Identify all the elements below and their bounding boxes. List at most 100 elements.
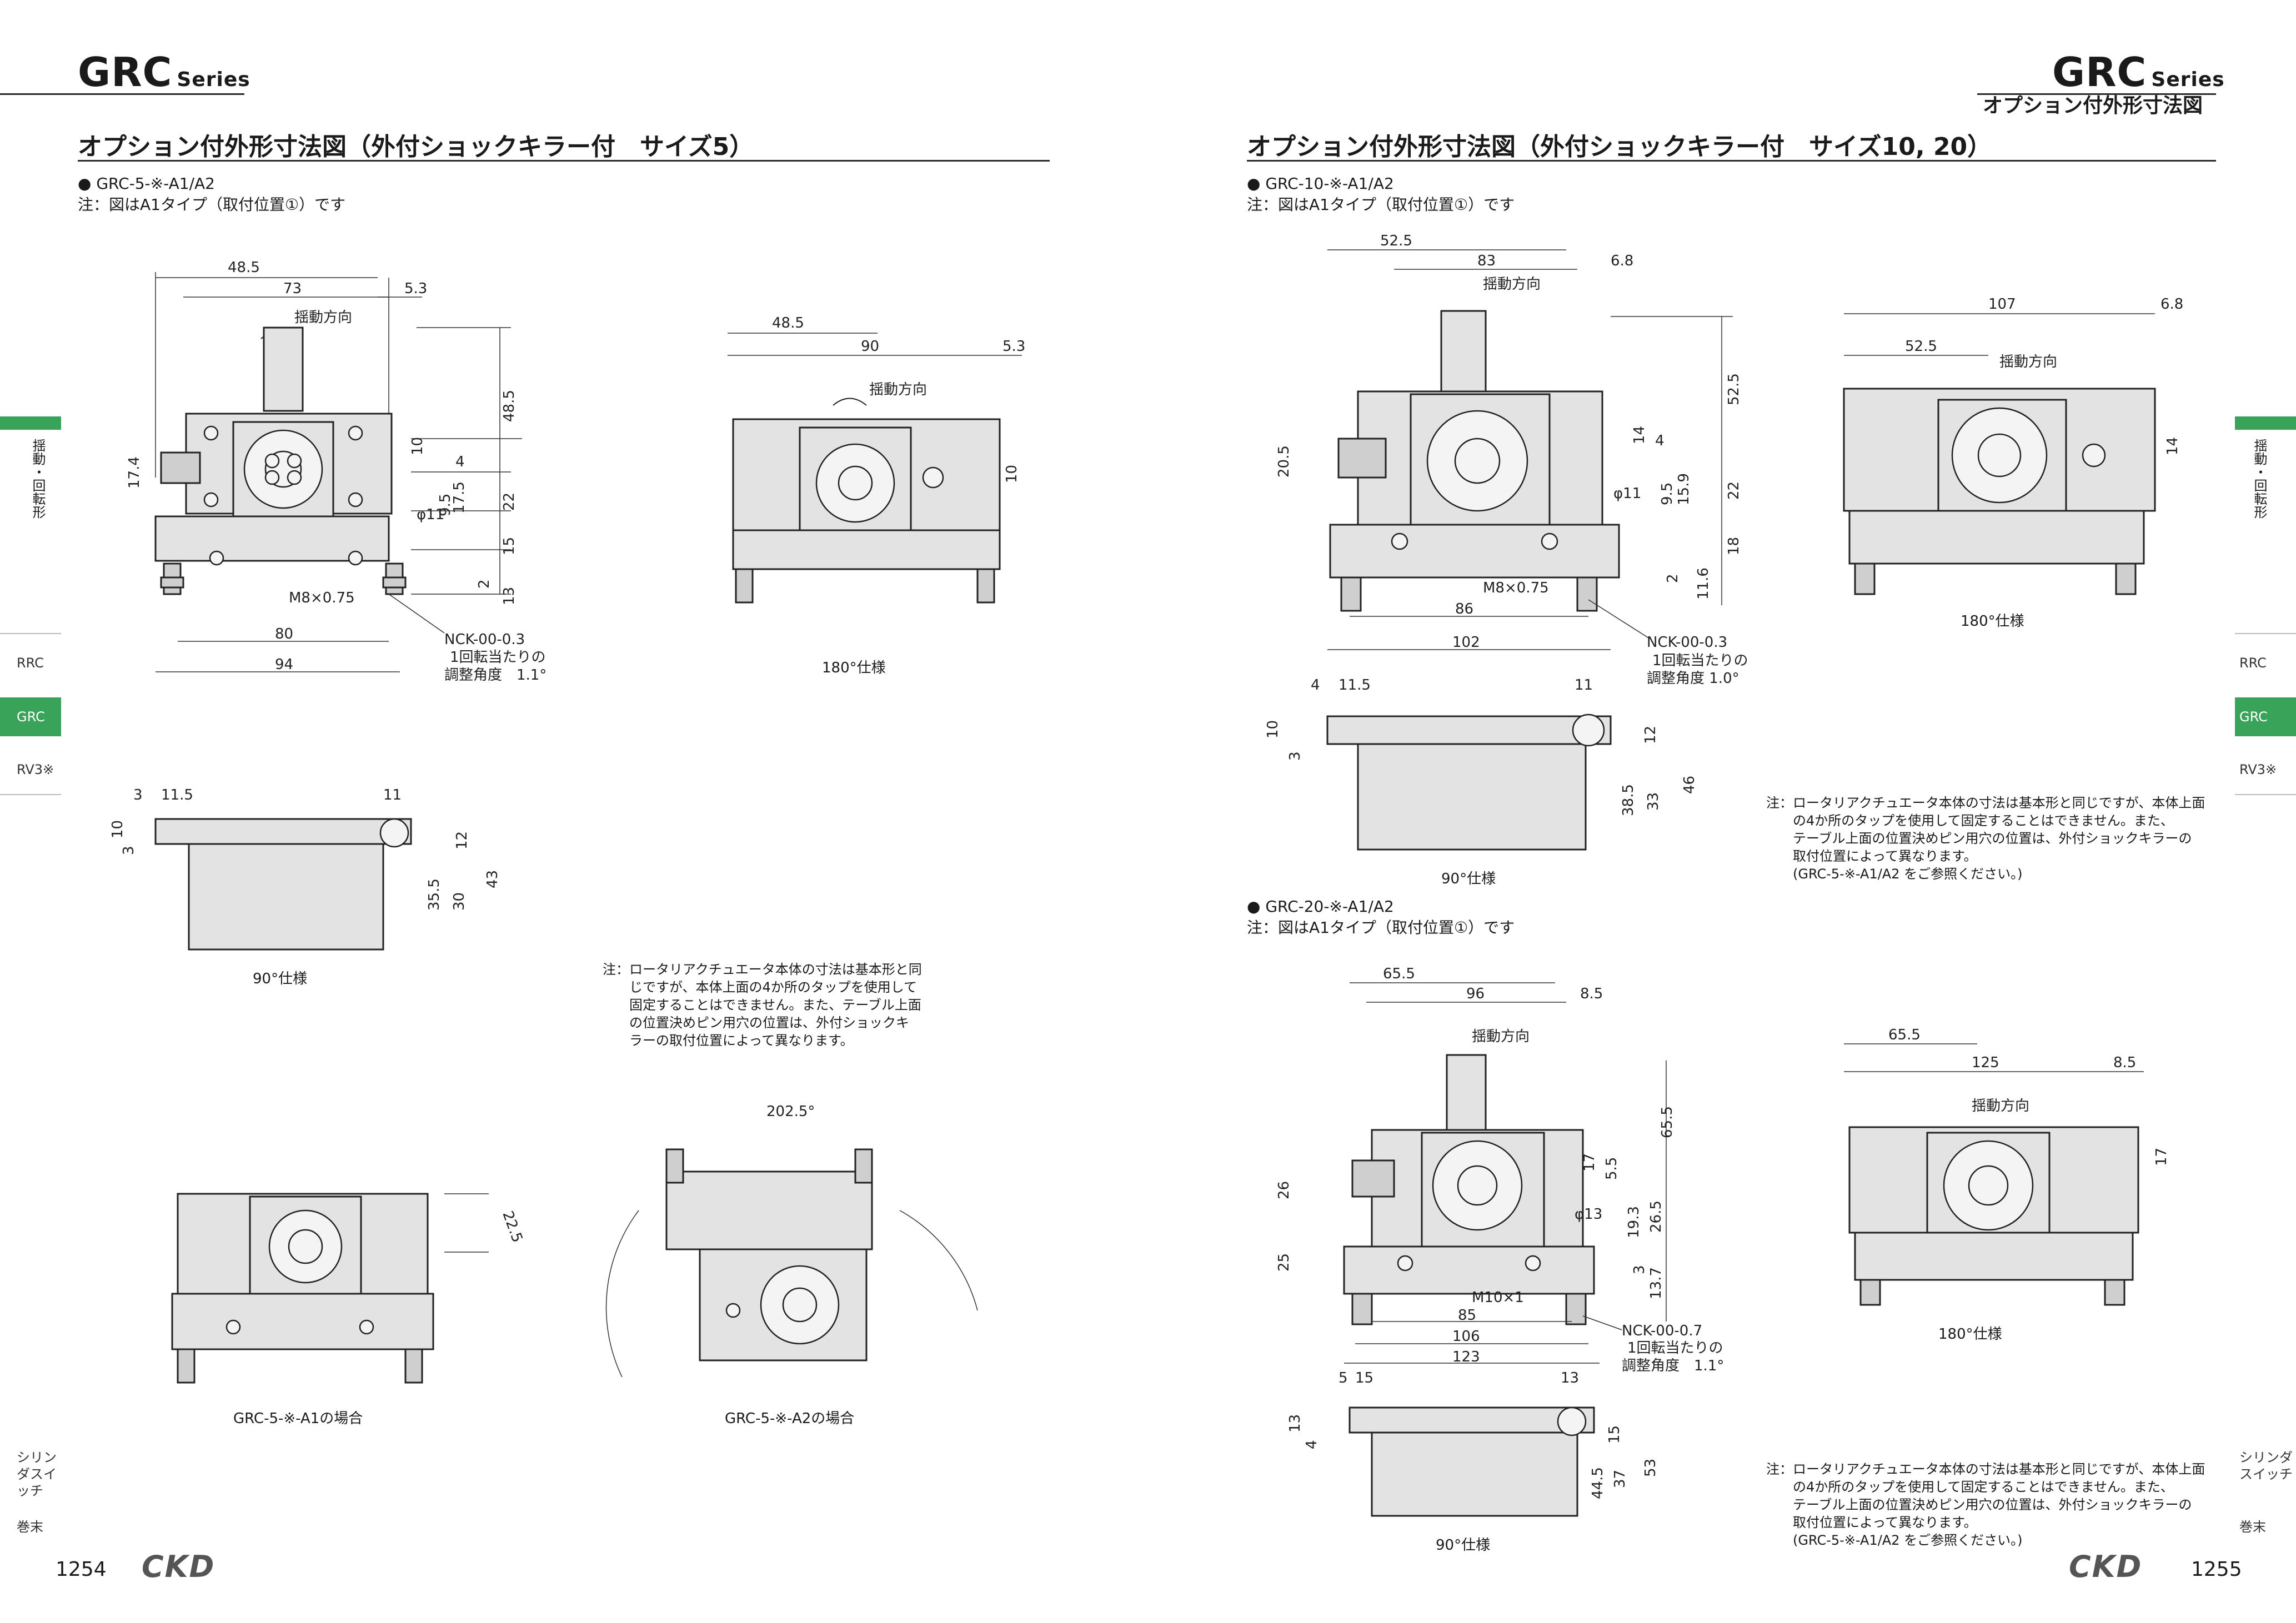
right-tab-rrc[interactable]: RRC (2239, 655, 2267, 671)
nck-label: NCK-00-0.3 (1647, 634, 1727, 651)
left-tab-end[interactable]: 巻末 (17, 1519, 43, 1535)
dim-52-5-v: 52.5 (1726, 373, 1742, 405)
dim-phi11: φ11 (1613, 485, 1641, 502)
left-tab-grc[interactable]: GRC (0, 697, 61, 736)
dim-5-5: 5.5 (1603, 1157, 1620, 1180)
dim-m8: M8×0.75 (289, 590, 355, 606)
dim-8-5: 8.5 (2113, 1054, 2136, 1071)
left-tab-switch[interactable]: シリンダスイッチ (17, 1450, 57, 1499)
dim-13-7: 13.7 (1648, 1267, 1665, 1299)
dim-5: 5 (1339, 1370, 1348, 1386)
swing-direction-label: 揺動方向 (1972, 1098, 2029, 1114)
dim-5-3: 5.3 (404, 280, 427, 297)
left-tab-active-bar (0, 416, 61, 430)
dim-125: 125 (1972, 1054, 1999, 1071)
dim-3: 3 (1631, 1265, 1648, 1274)
dim-9-5: 9.5 (437, 494, 454, 516)
nck-note-2: 調整角度 1.1° (1622, 1358, 1724, 1374)
nck-note-2: 調整角度 1.1° (444, 667, 547, 684)
size10-90-drawing: 4 11.5 11 10 3 12 38.5 33 46 (1265, 677, 1698, 851)
left-note-a1: 注：図はA1タイプ（取付位置①）です (78, 195, 346, 214)
right-ckd-logo: CKD (2069, 1549, 2143, 1584)
left-section-title: オプション付外形寸法図（外付ショックキラー付 サイズ5） (78, 133, 754, 161)
dim-85: 85 (1458, 1307, 1476, 1324)
left-note: 注：ロータリアクチュエータ本体の寸法は基本形と同 じですが、本体上面の4か所のタ… (603, 962, 922, 1048)
dim-48-5: 48.5 (228, 259, 260, 276)
right-tab-end[interactable]: 巻末 (2239, 1519, 2266, 1535)
dim-30: 30 (451, 892, 468, 911)
left-a2-drawing: 202.5° (605, 1103, 978, 1378)
dim-10: 10 (1004, 465, 1020, 483)
right-tab-active-bar (2235, 416, 2296, 430)
left-tab-rv3[interactable]: RV3※ (17, 762, 54, 777)
right-tab-divider (2235, 633, 2296, 634)
size20-180-caption: 180°仕様 (1938, 1326, 2002, 1343)
dim-19-3: 19.3 (1626, 1206, 1642, 1238)
dim-4: 4 (1655, 433, 1665, 449)
swing-direction-label: 揺動方向 (1999, 354, 2057, 370)
size20-note: 注：ロータリアクチュエータ本体の寸法は基本形と同じですが、本体上面 の4か所のタ… (1766, 1461, 2205, 1548)
dim-2: 2 (476, 579, 493, 589)
size20-180-drawing: 65.5 125 8.5 揺動方向 17 (1844, 1027, 2170, 1306)
nck-note-1: 1回転当たりの (1652, 652, 1748, 669)
size10-note: 注：ロータリアクチュエータ本体の寸法は基本形と同じですが、本体上面 の4か所のタ… (1766, 795, 2205, 882)
dim-3: 3 (1287, 751, 1304, 761)
size20-90-drawing: 5 15 13 13 4 15 44.5 37 53 (1287, 1370, 1659, 1517)
right-tab-switch[interactable]: シリンダスイッチ (2239, 1450, 2293, 1482)
left-90-drawing: 3 11.5 11 10 3 12 35.5 30 43 (109, 787, 501, 951)
dim-65-5: 65.5 (1888, 1027, 1921, 1043)
dim-20-5: 20.5 (1276, 445, 1292, 478)
right-note10: 注：図はA1タイプ（取付位置①）です (1247, 195, 1515, 214)
dim-22-5: 22.5 (499, 1209, 525, 1245)
right-section-rule (1247, 160, 2216, 162)
dim-13: 13 (1561, 1370, 1579, 1386)
dim-14: 14 (1631, 426, 1648, 444)
dim-15: 15 (1355, 1370, 1373, 1386)
dim-80: 80 (275, 626, 293, 642)
dim-3: 3 (133, 787, 143, 803)
dim-3b: 3 (121, 846, 137, 855)
right-tab-grc[interactable]: GRC (2235, 697, 2296, 736)
dim-86: 86 (1455, 601, 1473, 617)
dim-22: 22 (1726, 481, 1742, 500)
dim-9-5: 9.5 (1659, 483, 1676, 505)
left-90-caption: 90°仕様 (253, 971, 308, 987)
swing-direction-label: 揺動方向 (1472, 1028, 1530, 1045)
left-180-drawing: 48.5 90 5.3 揺動方向 10 (728, 315, 1025, 604)
size20-90-caption: 90°仕様 (1436, 1537, 1491, 1554)
dim-14: 14 (2164, 437, 2181, 455)
dim-15: 15 (501, 537, 518, 555)
left-tab-rrc[interactable]: RRC (17, 655, 44, 671)
dim-83: 83 (1477, 253, 1496, 269)
left-page-number: 1254 (56, 1558, 107, 1581)
nck-note-1: 1回転当たりの (450, 649, 546, 666)
dim-22: 22 (501, 493, 518, 511)
dim-35-5: 35.5 (426, 878, 443, 911)
right-tab-top-label: 揺動・回転形 (2252, 439, 2267, 519)
dim-6-8: 6.8 (2160, 296, 2183, 313)
dim-26-5: 26.5 (1648, 1200, 1665, 1233)
nck-label: NCK-00-0.7 (1622, 1323, 1702, 1339)
right-tab-rv3[interactable]: RV3※ (2239, 762, 2277, 777)
dim-33: 33 (1645, 792, 1662, 811)
dim-11-6: 11.6 (1695, 567, 1712, 600)
left-a2-caption: GRC-5-※-A2の場合 (725, 1410, 855, 1427)
dim-38-5: 38.5 (1620, 784, 1637, 816)
right-tab-divider-2 (2235, 794, 2296, 795)
dim-53: 53 (1642, 1459, 1659, 1477)
size10-180-drawing: 107 6.8 52.5 揺動方向 14 (1843, 296, 2183, 595)
right-model20: ● GRC-20-※-A1/A2 (1247, 897, 1394, 916)
dim-13-v: 13 (1287, 1414, 1304, 1433)
left-section-rule (78, 160, 1050, 162)
right-page-number: 1255 (2191, 1558, 2242, 1581)
dim-12: 12 (454, 831, 470, 850)
swing-direction-label: 揺動方向 (1483, 276, 1541, 293)
dim-123: 123 (1452, 1349, 1480, 1365)
dim-17: 17 (1581, 1153, 1598, 1172)
dim-26: 26 (1276, 1181, 1292, 1199)
right-note20: 注：図はA1タイプ（取付位置①）です (1247, 918, 1515, 937)
size10-90-caption: 90°仕様 (1441, 871, 1496, 887)
dim-90: 90 (861, 338, 879, 355)
